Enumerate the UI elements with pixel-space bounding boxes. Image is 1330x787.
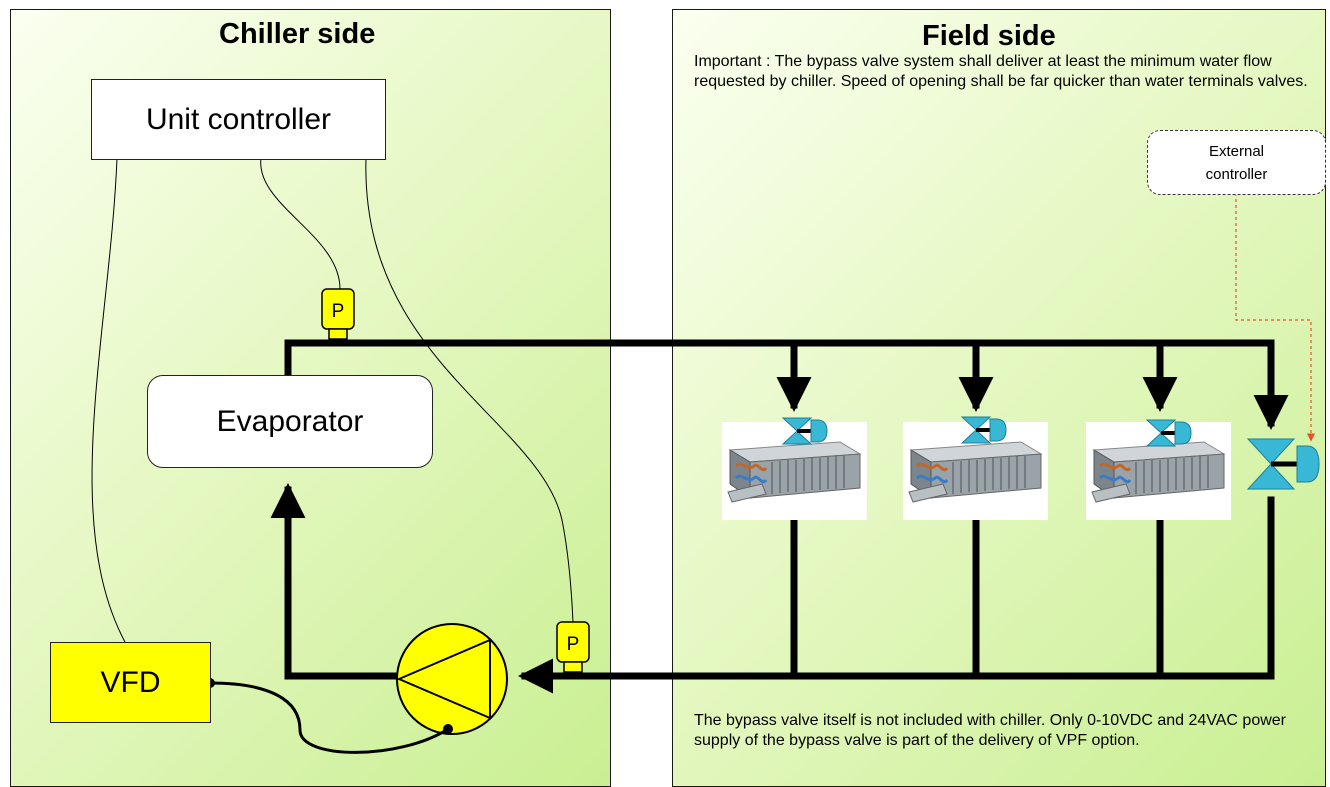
bypass-control-signal [1235,193,1316,442]
return-sensor-wire [365,157,574,623]
vfd-power-cable [209,681,449,754]
pump-icon [396,623,508,735]
external-controller-label-line2: controller [1205,165,1268,183]
bypass-valve-icon [1246,438,1320,490]
supply-sensor-wire [260,157,341,290]
external-controller-label-line1: External [1208,142,1265,160]
pressure-sensor-label: P [567,634,580,655]
evaporator-label: Evaporator [216,404,364,438]
evaporator-box: Evaporator [147,375,433,468]
chiller-side-title: Chiller side [219,18,376,50]
cable-terminal [443,724,453,734]
vfd-label: VFD [100,665,161,699]
pressure-sensor-icon: P [321,288,355,340]
water-circuit [270,339,1289,694]
vfd-signal-wire [91,157,126,643]
pressure-sensor-label: P [332,301,345,322]
pressure-sensor-icon: P [556,621,590,673]
vfd-box: VFD [50,642,211,723]
unit-controller-box: Unit controller [91,79,386,160]
important-note: Important : The bypass valve system shal… [694,53,1308,90]
bypass-note: The bypass valve itself is not included … [694,712,1286,749]
external-controller-box: External controller [1147,130,1326,195]
field-side-title: Field side [922,20,1056,52]
unit-controller-label: Unit controller [145,102,332,136]
